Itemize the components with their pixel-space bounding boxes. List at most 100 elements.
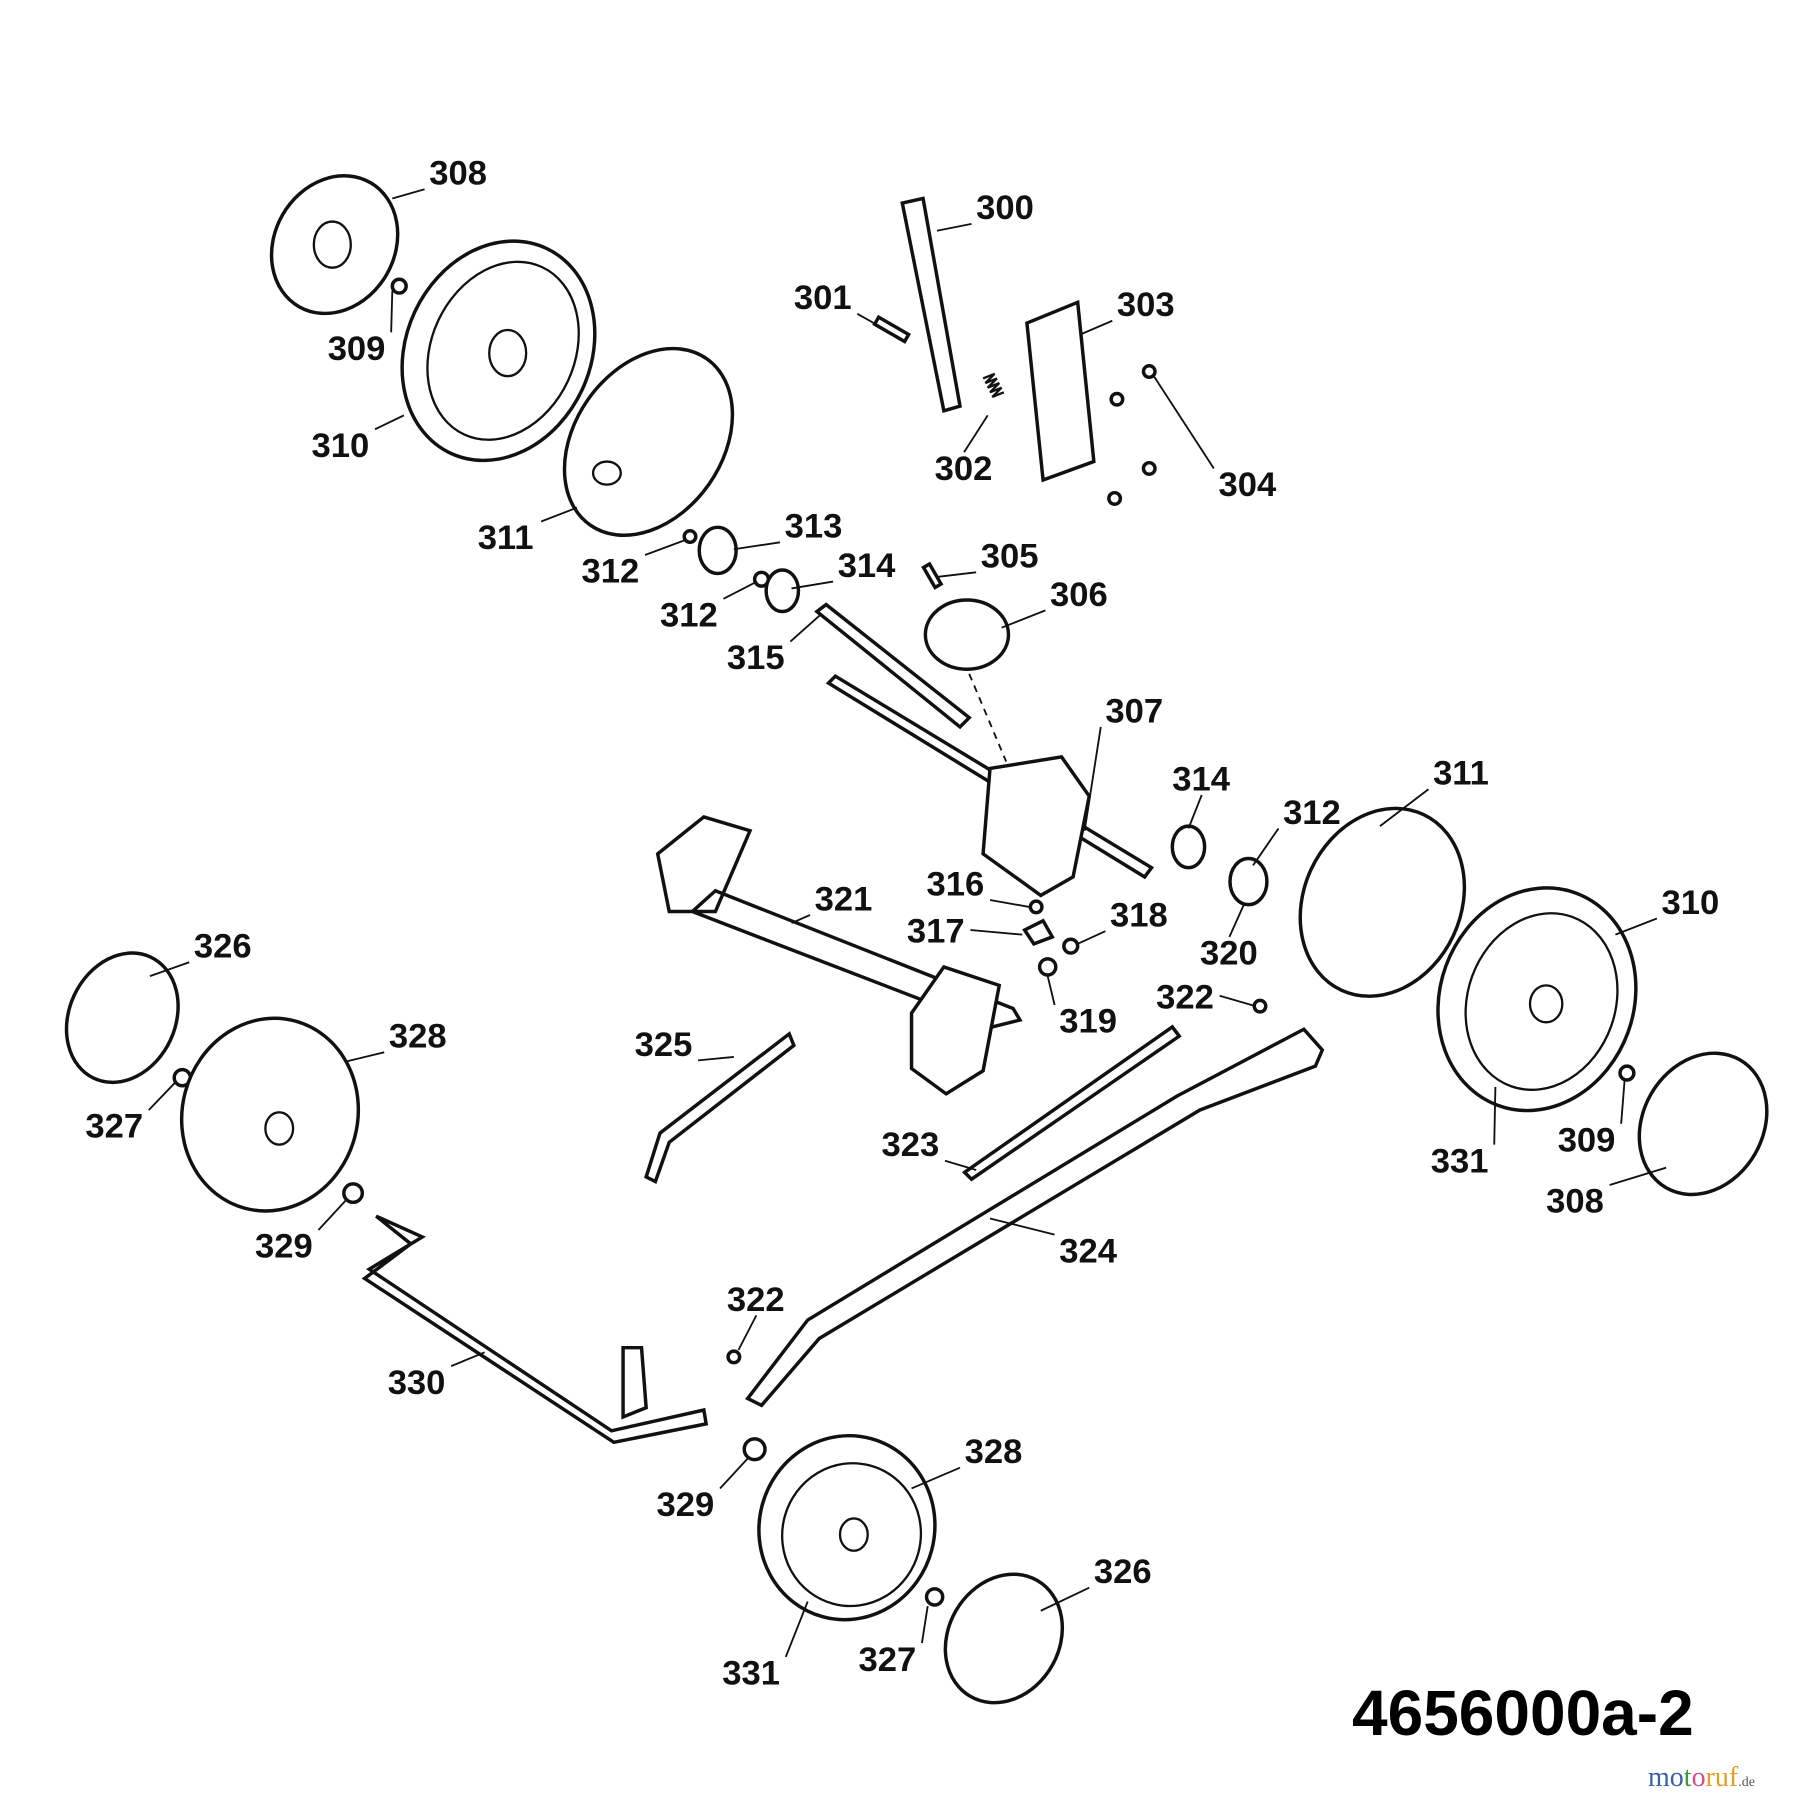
part-label-329: 329 [255,1228,313,1266]
leader-line-321 [791,914,811,924]
nut-322-right [1252,998,1268,1014]
leader-line-314 [791,580,834,590]
part-label-309: 309 [1558,1122,1616,1160]
gear-313 [697,525,738,576]
part-label-306: 306 [1050,576,1108,614]
part-label-320: 320 [1200,935,1258,973]
rear-wheel-310-right [1436,886,1638,1113]
leader-line-325 [697,1056,734,1062]
front-wheel-328-left [179,1016,361,1213]
nut-316 [1028,899,1044,915]
leader-line-309 [1620,1079,1626,1124]
washer-319 [1037,957,1058,977]
part-label-329: 329 [657,1486,715,1524]
leader-line-326 [1040,1586,1090,1612]
hubcap-326-bottom [943,1572,1065,1705]
leader-line-331 [1493,1086,1497,1145]
brand-letter: f [1728,1762,1739,1793]
nut-329-bottom [742,1437,767,1462]
screw-309-right [1618,1064,1636,1082]
part-label-315: 315 [727,639,785,677]
brand-letter: t [1683,1762,1692,1793]
leader-line-327 [921,1606,929,1644]
spring-323 [961,1024,1182,1182]
diagram-code: 4656000a-2 [1352,1677,1694,1749]
leader-line-311 [1379,788,1430,827]
leader-line-327 [148,1081,177,1111]
part-label-310: 310 [312,427,370,465]
nut-329-left [342,1182,365,1205]
part-label-314: 314 [1172,760,1230,798]
part-label-311: 311 [478,519,534,557]
leader-line-302 [963,414,989,453]
part-label-330: 330 [388,1364,446,1402]
leader-line-328 [345,1051,385,1063]
leader-line-303 [1079,319,1113,336]
leader-line-300 [936,222,972,232]
part-label-310: 310 [1662,884,1720,922]
part-label-322: 322 [1156,978,1214,1016]
part-label-319: 319 [1059,1003,1117,1041]
wheel-cover-311-right [1298,806,1467,998]
part-label-318: 318 [1110,897,1168,935]
hubcap-308-right [1637,1051,1769,1197]
brand-letter: o [1691,1762,1706,1793]
leader-line-319 [1046,975,1056,1006]
part-label-323: 323 [882,1126,940,1164]
leader-line-320 [1228,904,1245,938]
leader-line-322 [1219,994,1256,1008]
hubcap-326-left [64,951,180,1085]
leader-line-323 [944,1159,977,1171]
leader-line-311 [540,506,578,523]
lever-300 [900,196,962,413]
part-label-328: 328 [389,1018,447,1056]
leader-line-330 [450,1351,485,1368]
leader-line-307 [1083,726,1102,831]
leader-line-308 [1609,1166,1667,1186]
nut-327-bottom [924,1587,945,1607]
part-label-307: 307 [1105,692,1163,730]
leader-line-322 [737,1314,758,1351]
axle-bracket-330 [621,1345,648,1420]
worm-shaft-315 [814,602,972,730]
part-label-312: 312 [1283,794,1341,832]
axle-330 [361,1214,709,1445]
leader-line-306 [1001,609,1046,629]
part-label-301: 301 [794,279,852,317]
part-label-316: 316 [927,865,985,903]
clip-317 [1022,918,1055,946]
screws-304 [1107,364,1157,506]
leader-line-315 [789,613,823,643]
brand-letter: r [1705,1762,1715,1793]
leader-line-310 [1615,917,1658,936]
leader-line-308 [392,188,425,200]
leader-line-312 [644,539,686,556]
rear-wheel-310-top [400,239,597,463]
rack-325 [644,1031,796,1184]
washer-312 [682,529,698,545]
part-label-331: 331 [1431,1142,1489,1180]
part-label-324: 324 [1059,1232,1117,1270]
key-305 [921,561,944,590]
leader-line-329 [719,1457,749,1490]
part-label-327: 327 [858,1641,916,1679]
part-label-331: 331 [722,1655,780,1693]
leader-line-310 [374,414,405,431]
leader-line-326 [149,961,190,978]
part-label-326: 326 [194,928,252,966]
part-label-308: 308 [1546,1183,1604,1221]
leader-line-305 [936,571,977,578]
bearing-314-right [1170,824,1207,870]
part-label-302: 302 [935,450,993,488]
leader-line-317 [970,929,1023,936]
bracket-303 [1025,299,1096,483]
hubcap-308-top [269,174,400,316]
leader-line-331 [784,1601,809,1658]
pivot-plate-321 [909,964,1002,1096]
brand-tld: .de [1738,1775,1755,1790]
spring-302 [982,372,1005,398]
wheel-cover-311-top [562,346,735,537]
part-label-303: 303 [1117,286,1175,324]
